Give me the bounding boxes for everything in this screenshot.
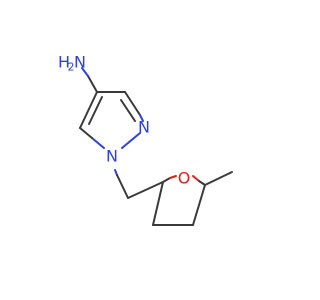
bond-c2-o-b [169,175,177,179]
bond-c2-o [162,177,171,183]
nh2-subscript: 2 [68,61,75,74]
bond-c3-n2b [139,114,144,122]
molecule-structure: H 2 N N N O [58,53,233,226]
bond-o-c5-b [198,180,206,186]
nh2-h-label: H [58,53,70,72]
nh2-n-label: N [74,53,86,72]
bond-c4-nh2b [81,67,89,77]
bond-n1-c5b [79,127,93,139]
bond-methyl [204,171,233,186]
atom-nh2: H 2 N [58,53,86,74]
bond-n1-ch2b [116,174,129,199]
bond-n1-c5 [91,137,105,149]
bond-o-c5 [192,175,200,182]
thf-ring [152,175,206,226]
pyrazole-ring [79,91,144,149]
atom-n1: N [106,147,118,166]
atom-n2: N [138,118,150,137]
bond-c4-nh2 [87,75,98,93]
atom-o1: O [178,169,191,188]
bond-n2-n1 [121,132,141,149]
bond-c3-n2-inner [120,99,136,122]
bond-c5-c4 [79,91,98,129]
bond-thf-c3-c2 [152,181,164,226]
bond-c5-c4-inner [88,96,103,125]
bond-c3-n2a [124,91,141,116]
bond-ch2-c2 [127,181,164,199]
bond-thf-c5-c4 [192,184,206,226]
